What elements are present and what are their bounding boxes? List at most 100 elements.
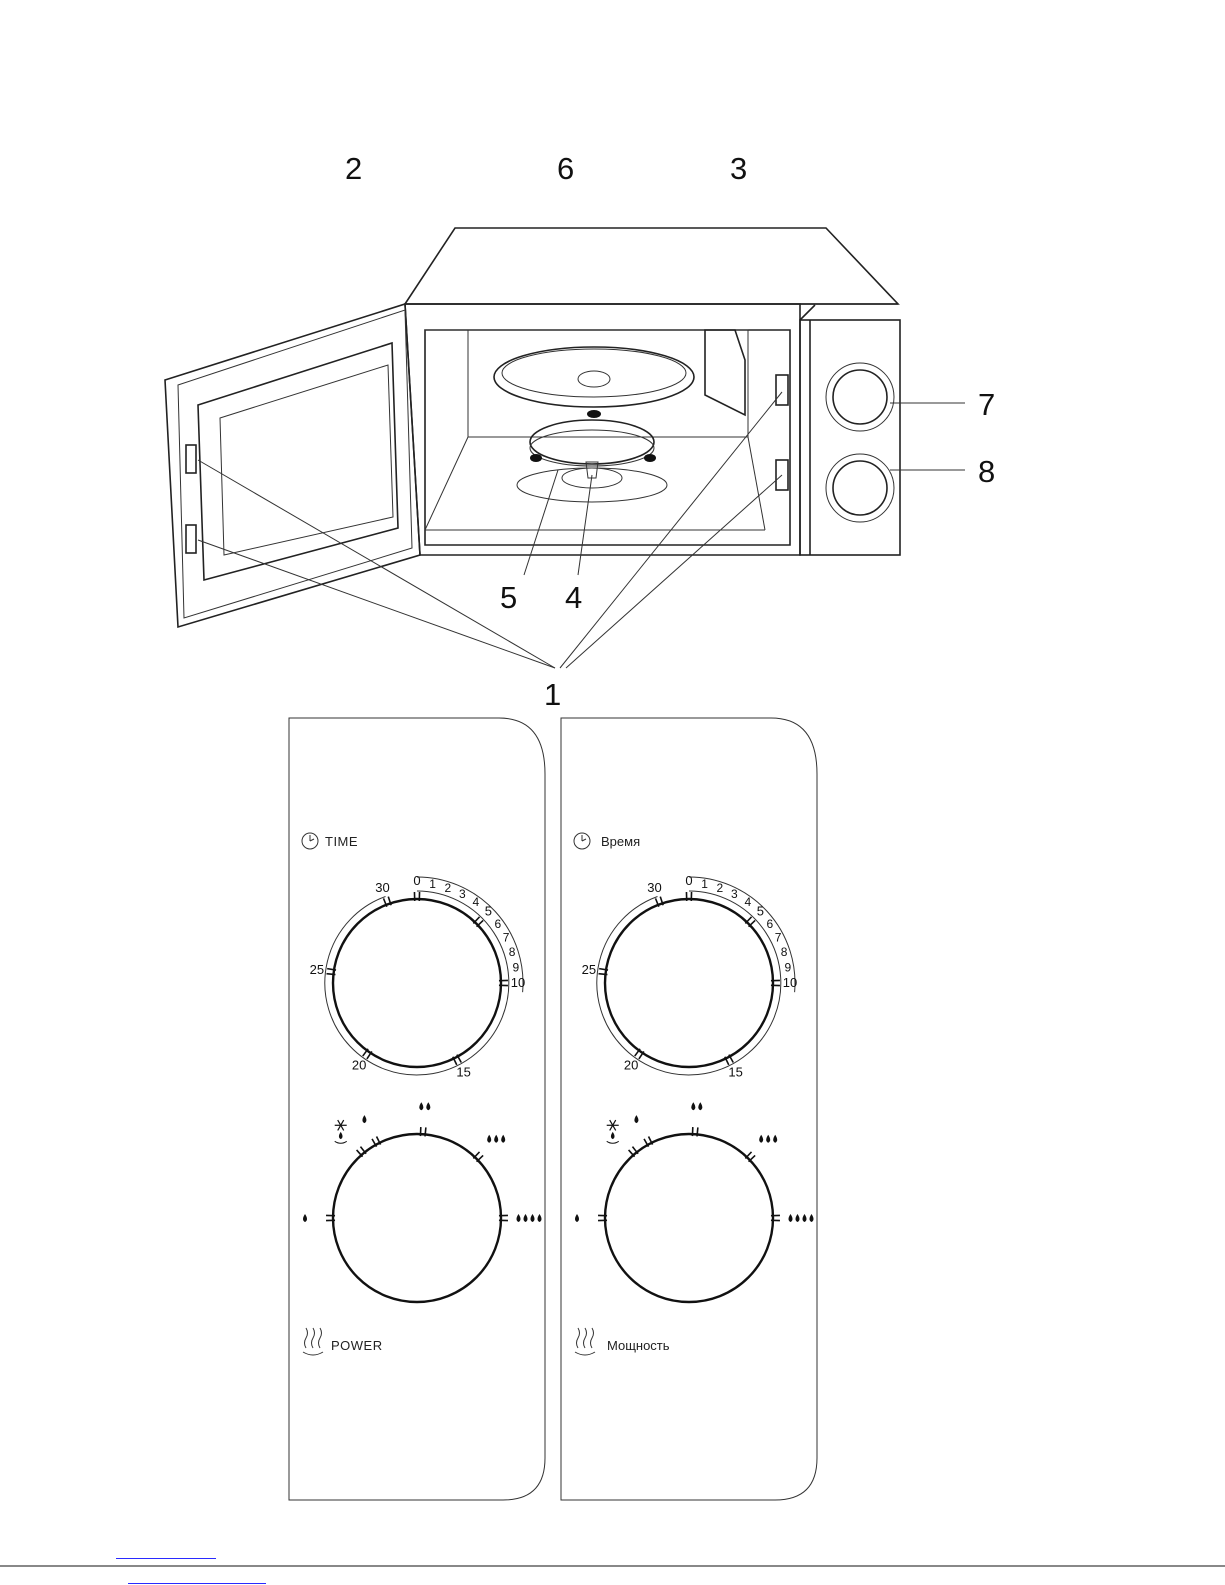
callout-4: 4 <box>565 580 582 615</box>
callout-1: 1 <box>544 677 561 712</box>
drop-icon <box>531 1214 535 1222</box>
callout-3: 3 <box>730 151 747 186</box>
door-hook-lower <box>186 525 196 553</box>
power-dial <box>575 1102 814 1302</box>
four-drops-icon <box>517 1214 542 1222</box>
time-title: TIME <box>325 834 358 849</box>
timer-major-label: 10 <box>511 975 525 990</box>
timer-major-label: 10 <box>783 975 797 990</box>
time-title: Время <box>601 834 640 849</box>
timer-major-label: 25 <box>310 962 324 977</box>
clock-icon <box>574 833 590 849</box>
timer-major-label: 15 <box>456 1065 470 1080</box>
timer-minor-label: 7 <box>775 931 782 945</box>
timer-minor-label: 8 <box>781 945 788 959</box>
footer-link-2[interactable] <box>128 1583 266 1584</box>
power-title: Мощность <box>607 1338 670 1353</box>
timer-major-label: 25 <box>582 962 596 977</box>
latch-upper <box>776 375 788 405</box>
timer-minor-label: 9 <box>512 960 519 974</box>
drop-icon <box>517 1214 521 1222</box>
power-knob-ring <box>605 1134 773 1302</box>
drop-icon <box>766 1135 770 1143</box>
one-drop-icon <box>575 1214 579 1222</box>
drop-icon <box>524 1214 528 1222</box>
timer-minor-label: 6 <box>767 917 774 931</box>
microwave-top <box>405 228 898 304</box>
timer-major-label: 15 <box>728 1065 742 1080</box>
three-drops-icon <box>487 1135 505 1143</box>
one-drop-icon <box>362 1115 366 1123</box>
drop-icon <box>494 1135 498 1143</box>
timer-major-label: 0 <box>685 873 692 888</box>
power-knob-ring <box>333 1134 501 1302</box>
drop-icon <box>698 1102 702 1110</box>
snowflake-drop-icon <box>335 1120 347 1143</box>
timer-minor-label: 1 <box>429 877 436 891</box>
drop-icon <box>634 1115 638 1123</box>
one-drop-icon <box>303 1214 307 1222</box>
steam-heat-icon <box>575 1328 595 1355</box>
timer-major-label: 5 <box>757 904 764 919</box>
timer-minor-label: 7 <box>503 931 510 945</box>
one-drop-icon <box>634 1115 638 1123</box>
timer-minor-label: 4 <box>472 895 479 909</box>
four-drops-icon <box>789 1214 814 1222</box>
microwave-illustration <box>165 228 900 627</box>
callout-6: 6 <box>557 151 574 186</box>
drop-icon <box>611 1132 615 1139</box>
drop-icon <box>759 1135 763 1143</box>
two-drops-icon <box>691 1102 702 1110</box>
power-dial <box>303 1102 542 1302</box>
two-drops-icon <box>419 1102 430 1110</box>
drop-icon <box>538 1214 542 1222</box>
timer-scale-arc <box>325 891 509 1075</box>
timer-knob <box>833 370 887 424</box>
timer-knob-ring <box>333 899 501 1067</box>
drop-icon <box>773 1135 777 1143</box>
drop-icon <box>303 1214 307 1222</box>
power-knob <box>833 461 887 515</box>
drop-icon <box>419 1102 423 1110</box>
glass-tray <box>494 347 694 407</box>
timer-major-label: 30 <box>375 880 389 895</box>
timer-minor-label: 8 <box>509 945 516 959</box>
drop-icon <box>339 1132 343 1139</box>
drop-icon <box>810 1214 814 1222</box>
power-title: POWER <box>331 1338 383 1353</box>
timer-major-label: 5 <box>485 904 492 919</box>
drop-icon <box>803 1214 807 1222</box>
drop-icon <box>796 1214 800 1222</box>
timer-minor-label: 9 <box>784 960 791 974</box>
timer-minor-label: 2 <box>717 881 724 895</box>
snowflake-drop-icon <box>607 1120 619 1143</box>
roller-ring <box>530 420 654 464</box>
waveguide-cover <box>705 330 745 415</box>
drop-icon <box>789 1214 793 1222</box>
door-window-frame <box>198 343 398 580</box>
timer-minor-label: 6 <box>495 917 502 931</box>
drop-icon <box>487 1135 491 1143</box>
callout-5: 5 <box>500 580 517 615</box>
drop-icon <box>362 1115 366 1123</box>
door-hook-upper <box>186 445 196 473</box>
timer-minor-label: 4 <box>744 895 751 909</box>
timer-major-label: 20 <box>624 1058 638 1073</box>
footer-link-1[interactable] <box>116 1558 216 1559</box>
drop-icon <box>575 1214 579 1222</box>
timer-scale-arc <box>597 891 781 1075</box>
timer-major-label: 0 <box>413 873 420 888</box>
drop-icon <box>691 1102 695 1110</box>
callout-8: 8 <box>978 454 995 489</box>
control-panel <box>800 320 900 555</box>
timer-minor-label: 2 <box>445 881 452 895</box>
drop-icon <box>426 1102 430 1110</box>
timer-minor-label: 1 <box>701 877 708 891</box>
callout-7: 7 <box>978 387 995 422</box>
timer-minor-label: 3 <box>459 887 466 901</box>
